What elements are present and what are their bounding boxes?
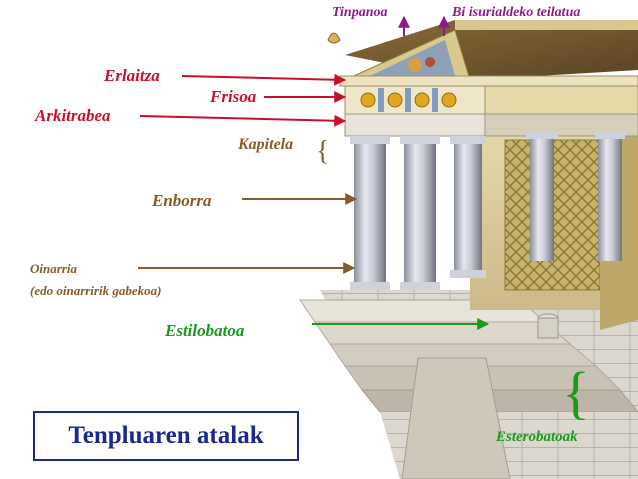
label-tinpanoa: Tinpanoa [332,5,388,20]
label-bi-isurialdeko-teilatua: Bi isurialdeko teilatua [452,5,581,20]
label-oinarria: Oinarria [30,261,77,276]
label-esterobatoak: Esterobatoak [496,429,578,445]
label-enborra: Enborra [152,191,212,210]
title-box: Tenpluaren atalak [33,411,299,461]
diagram-title: Tenpluaren atalak [68,422,264,449]
esterobatoak-brace: { [562,360,590,425]
label-arkitrabea: Arkitrabea [35,106,111,125]
frieze-metopes [360,88,457,112]
label-erlaitza: Erlaitza [104,66,160,85]
arrow-arkitrabea [139,114,347,127]
arrow-erlaitza [181,73,347,86]
label-kapitela: Kapitela [238,136,294,153]
kapitela-brace: { [316,136,329,167]
annotation-arrows: { { [138,15,590,425]
cornice [339,75,638,87]
architrave [344,113,486,137]
columns [350,132,625,290]
label-estilobatoa: Estilobatoa [165,321,245,340]
ramp [401,357,511,479]
temple-illustration [299,20,638,479]
label-oinarria-note: (edo oinarririk gabekoa) [30,283,162,298]
label-frisoa: Frisoa [210,87,257,106]
